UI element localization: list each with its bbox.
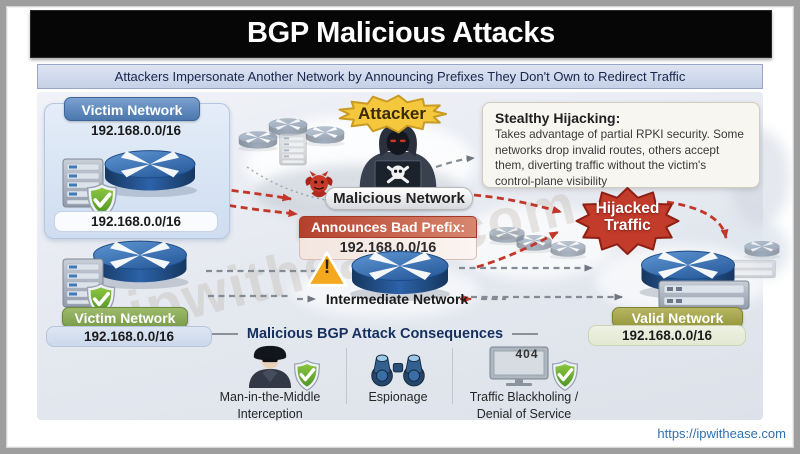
stealthy-title: Stealthy Hijacking: xyxy=(495,110,621,126)
blackholing-label-line2: Denial of Service xyxy=(476,406,572,421)
background-server-icon xyxy=(279,128,307,170)
error-code-404: 404 xyxy=(515,347,539,361)
consequence-mitm: Man-in-the-Middle Interception xyxy=(200,344,340,422)
victim2-prefix: 192.168.0.0/16 xyxy=(46,326,212,347)
attacker-starburst xyxy=(338,94,447,134)
warning-mark: ! xyxy=(323,257,331,278)
intermediate-network-label: Intermediate Network xyxy=(325,291,469,307)
mitm-label-line2: Interception xyxy=(237,406,303,421)
subtitle-banner: Attackers Impersonate Another Network by… xyxy=(37,64,763,89)
espionage-label: Espionage xyxy=(368,390,428,404)
consequence-espionage: Espionage xyxy=(350,344,446,405)
valid-prefix: 192.168.0.0/16 xyxy=(588,325,746,346)
valid-server-icon xyxy=(658,280,750,310)
divider xyxy=(452,348,453,404)
consequences-header: Malicious BGP Attack Consequences xyxy=(205,326,545,342)
announce-bad-prefix-header: Announces Bad Prefix: xyxy=(299,216,477,238)
hijacked-line2: Traffic xyxy=(604,217,651,235)
consequence-blackholing: 404 Traffic Blackholing / Denial of Serv… xyxy=(458,344,590,422)
victim-prefix-top: 192.168.0.0/16 xyxy=(90,123,182,138)
shield-check-icon xyxy=(292,359,322,392)
hijacked-traffic-label: Hijacked Traffic xyxy=(575,200,680,235)
valid-network-badge: Valid Network xyxy=(612,307,743,328)
footer-url-link[interactable]: https://ipwithease.com xyxy=(657,426,786,441)
binoculars-icon xyxy=(368,352,428,388)
stealthy-hijacking-note: Stealthy Hijacking: Takes advantage of p… xyxy=(482,102,760,188)
hijacked-line1: Hijacked xyxy=(595,200,660,217)
malicious-network-label: Malicious Network xyxy=(325,187,473,210)
stealthy-body: Takes advantage of partial RPKI security… xyxy=(495,127,744,189)
hijacked-traffic-starburst xyxy=(575,187,680,255)
devil-icon xyxy=(303,170,335,200)
shield-check-icon xyxy=(550,359,580,392)
attacker-label: Attacker xyxy=(357,104,427,123)
victim-prefix-bottom: 192.168.0.0/16 xyxy=(54,211,218,232)
mitm-label-line1: Man-in-the-Middle xyxy=(219,390,321,404)
divider xyxy=(346,348,347,404)
background-router-icon xyxy=(742,236,782,260)
victim2-network-badge: Victim Network xyxy=(62,307,188,328)
spy-icon xyxy=(241,344,299,388)
victim-network-badge: Victim Network xyxy=(64,97,200,121)
page-title: BGP Malicious Attacks xyxy=(30,10,772,58)
blackholing-label-line1: Traffic Blackholing / xyxy=(469,390,579,404)
